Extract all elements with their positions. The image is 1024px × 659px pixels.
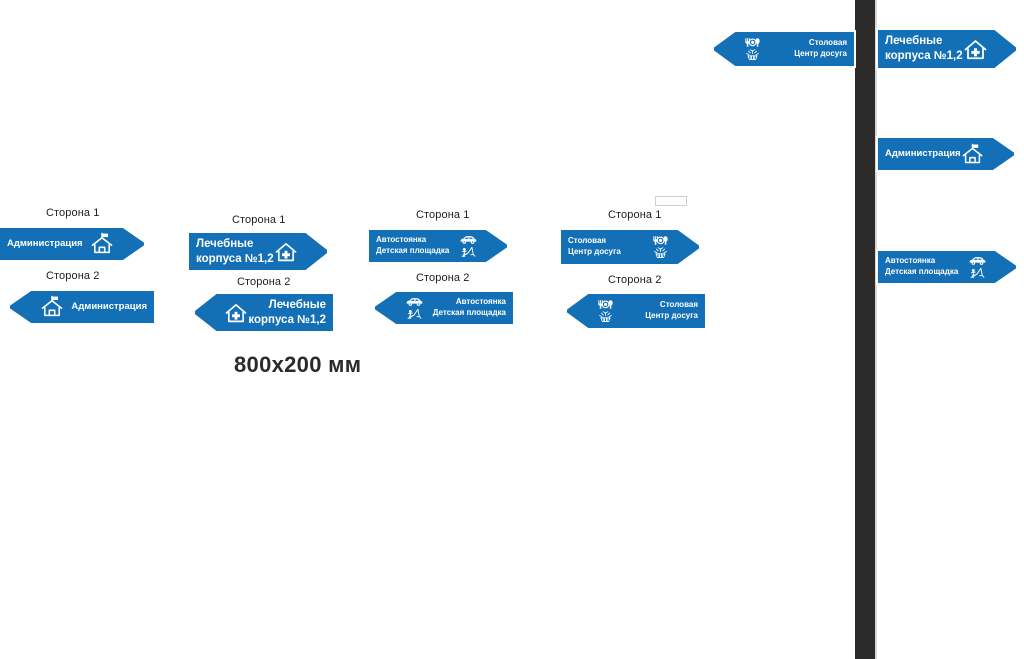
sign-text-block: Администрация bbox=[7, 239, 83, 250]
caption-side1-medical: Сторона 1 bbox=[232, 214, 286, 226]
mounting-pole bbox=[855, 0, 877, 659]
sign-icon-group bbox=[274, 240, 298, 264]
sign-icon-group bbox=[459, 234, 477, 258]
pole-sign-canteen[interactable]: Столовая Центр досуга bbox=[712, 30, 856, 68]
sign-line-1: Лечебные bbox=[268, 298, 326, 311]
sign-icon-group bbox=[597, 299, 614, 323]
sign-administration-side2[interactable]: Администрация bbox=[8, 289, 156, 325]
sign-canteen-side2[interactable]: Столовая Центр досуга bbox=[565, 292, 707, 330]
sign-line-1: Столовая bbox=[808, 38, 847, 48]
fountain-leisure-icon bbox=[598, 311, 613, 323]
sign-icon-group bbox=[968, 255, 986, 279]
caption-side2-parking: Сторона 2 bbox=[416, 272, 470, 284]
dimension-label: 800x200 мм bbox=[234, 352, 362, 377]
car-icon bbox=[405, 296, 423, 307]
hospital-house-icon bbox=[963, 37, 988, 62]
sign-text-block: Лечебные корпуса №1,2 bbox=[196, 238, 274, 266]
sign-line-2: Детская площадка bbox=[376, 246, 450, 255]
cutlery-plate-icon bbox=[744, 37, 761, 48]
sign-line-2: Центр досуга bbox=[568, 247, 621, 256]
caption-side1-administration: Сторона 1 bbox=[46, 207, 100, 219]
sign-icon-group bbox=[744, 37, 761, 61]
caption-side1-canteen: Сторона 1 bbox=[608, 209, 662, 221]
playground-slide-icon bbox=[969, 267, 985, 279]
caption-side2-medical: Сторона 2 bbox=[237, 276, 291, 288]
pole-sign-parking[interactable]: Автостоянка Детская площадка bbox=[876, 249, 1018, 285]
sign-icon-group bbox=[963, 37, 988, 62]
sign-icon-group bbox=[652, 235, 669, 259]
sign-line-2: корпуса №1,2 bbox=[885, 50, 963, 62]
sign-medical-side2[interactable]: Лечебные корпуса №1,2 bbox=[193, 292, 335, 333]
sign-icon-group bbox=[40, 295, 64, 319]
house-flag-icon bbox=[40, 295, 64, 319]
sign-line-1: Автостоянка bbox=[455, 297, 506, 307]
sign-line-2: Центр досуга bbox=[794, 49, 847, 58]
sign-parking-side1[interactable]: Автостоянка Детская площадка bbox=[367, 228, 509, 264]
sign-line-1: Лечебные bbox=[196, 237, 254, 250]
sign-text-block: Администрация bbox=[885, 149, 961, 160]
car-icon bbox=[459, 234, 477, 245]
sign-line-1: Столовая bbox=[568, 236, 607, 246]
sign-line-1: Лечебные bbox=[885, 35, 943, 48]
sign-text-block: Столовая Центр досуга bbox=[568, 237, 621, 257]
empty-placeholder-rect bbox=[655, 196, 687, 206]
sign-line-1: Столовая bbox=[659, 300, 698, 310]
cutlery-plate-icon bbox=[652, 235, 669, 246]
sign-line-1: Автостоянка bbox=[376, 235, 427, 245]
sign-line-2: корпуса №1,2 bbox=[196, 252, 274, 265]
sign-line-1: Автостоянка bbox=[885, 256, 936, 266]
house-flag-icon bbox=[961, 143, 984, 166]
sign-text-block: Администрация bbox=[71, 300, 147, 313]
house-flag-icon bbox=[90, 232, 114, 256]
sign-line-2: Детская площадка bbox=[885, 267, 959, 276]
sign-icon-group bbox=[405, 296, 423, 320]
playground-slide-icon bbox=[460, 246, 476, 258]
sign-text-block: Автостоянка Детская площадка bbox=[885, 257, 958, 277]
pole-sign-medical[interactable]: Лечебные корпуса №1,2 bbox=[876, 28, 1018, 70]
sign-icon-group bbox=[961, 143, 984, 166]
sign-text-block: Автостоянка Детская площадка bbox=[432, 297, 506, 318]
sign-medical-side1[interactable]: Лечебные корпуса №1,2 bbox=[187, 231, 329, 272]
sign-line-1: Администрация bbox=[885, 147, 961, 159]
sign-text-block: Автостоянка Детская площадка bbox=[376, 236, 449, 256]
sign-parking-side2[interactable]: Автостоянка Детская площадка bbox=[373, 290, 515, 326]
sign-text-block: Столовая Центр досуга bbox=[645, 300, 698, 321]
caption-side2-canteen: Сторона 2 bbox=[608, 274, 662, 286]
sign-line-2: Детская площадка bbox=[432, 308, 506, 317]
sign-text-block: Столовая Центр досуга bbox=[794, 38, 847, 59]
sign-line-1: Администрация bbox=[71, 300, 147, 312]
sign-administration-side1[interactable]: Администрация bbox=[0, 226, 146, 262]
sign-icon-group bbox=[224, 301, 248, 325]
fountain-leisure-icon bbox=[745, 49, 760, 61]
playground-slide-icon bbox=[406, 308, 422, 320]
caption-side1-parking: Сторона 1 bbox=[416, 209, 470, 221]
sign-line-2: корпуса №1,2 bbox=[248, 313, 326, 326]
hospital-house-icon bbox=[274, 240, 298, 264]
sign-text-block: Лечебные корпуса №1,2 bbox=[885, 35, 963, 63]
car-icon bbox=[968, 255, 986, 266]
sign-icon-group bbox=[90, 232, 114, 256]
sign-line-2: Центр досуга bbox=[645, 311, 698, 320]
caption-side2-administration: Сторона 2 bbox=[46, 270, 100, 282]
pole-sign-administration[interactable]: Администрация bbox=[876, 136, 1016, 172]
cutlery-plate-icon bbox=[597, 299, 614, 310]
hospital-house-icon bbox=[224, 301, 248, 325]
fountain-leisure-icon bbox=[653, 247, 668, 259]
sign-canteen-side1[interactable]: Столовая Центр досуга bbox=[559, 228, 701, 266]
sign-line-1: Администрация bbox=[7, 237, 83, 249]
sign-text-block: Лечебные корпуса №1,2 bbox=[248, 299, 326, 327]
